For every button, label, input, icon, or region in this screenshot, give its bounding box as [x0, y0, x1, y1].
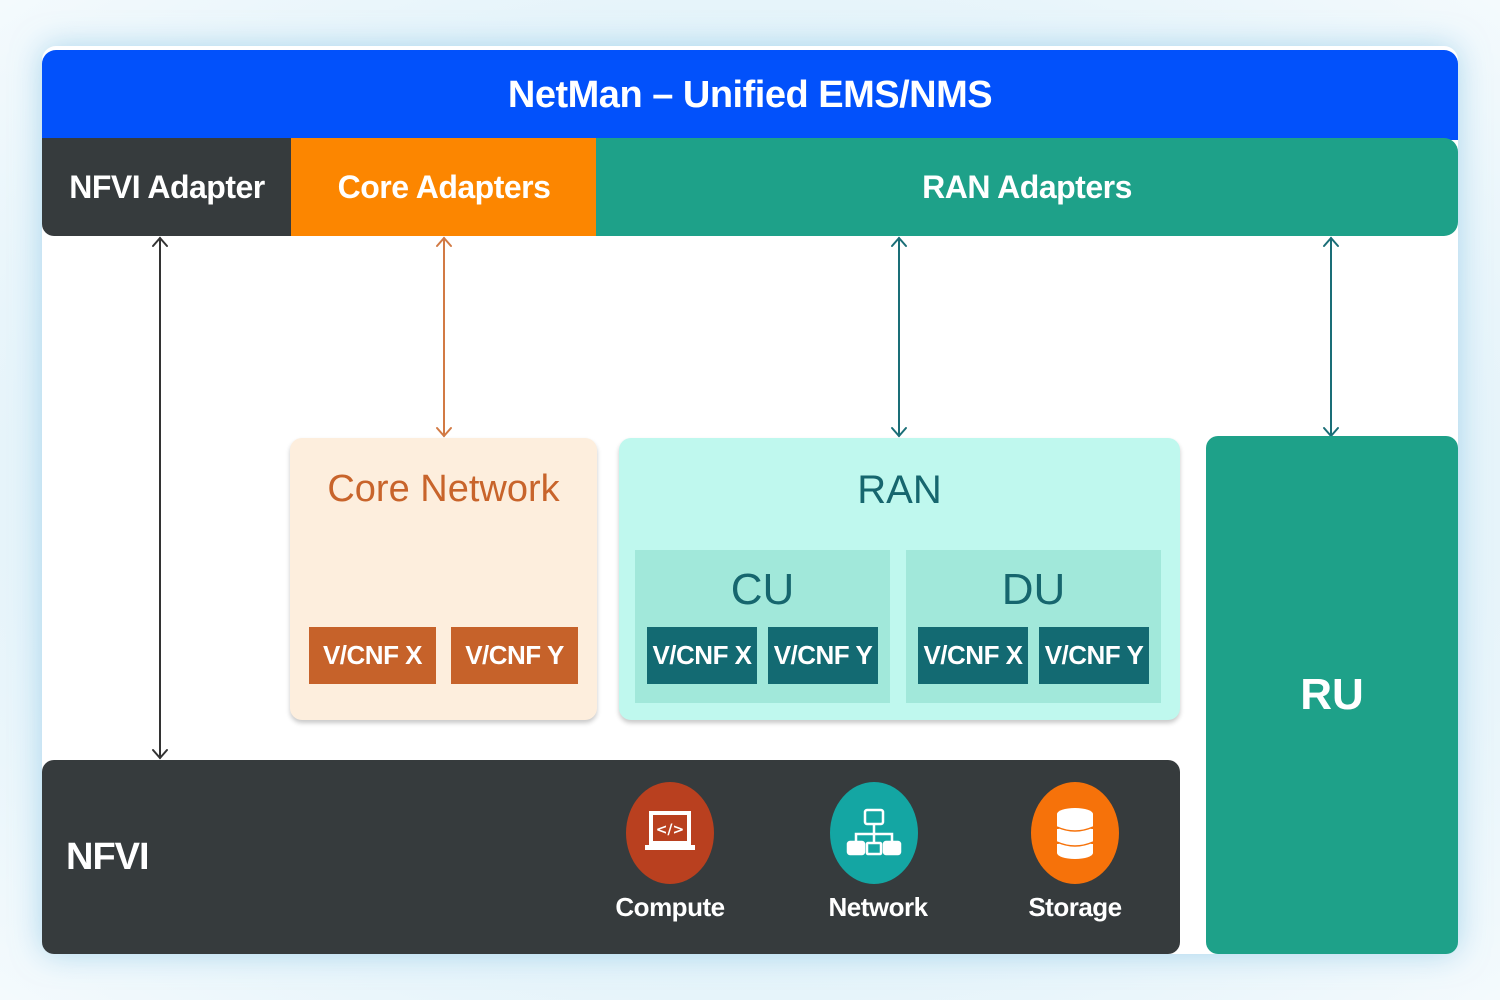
ru-block: RU	[1206, 436, 1458, 954]
cu-vnf-x-label: V/CNF X	[652, 640, 752, 670]
cu-vnf-x: V/CNF X	[647, 627, 757, 684]
ran-adapters-label: RAN Adapters	[922, 168, 1132, 205]
ran-title: RAN	[857, 468, 942, 512]
core-network-title: Core Network	[327, 468, 560, 510]
core-vnf-x: V/CNF X	[309, 627, 436, 684]
core-adapters-label: Core Adapters	[337, 168, 551, 205]
arrow-nfvi-adapter-to-nfvi	[152, 236, 168, 760]
compute-label: Compute	[615, 892, 725, 922]
core-adapters-block: Core Adapters	[291, 138, 597, 236]
network-label: Network	[828, 892, 928, 922]
nfvi-adapter-block: NFVI Adapter	[42, 138, 292, 236]
svg-text:</>: </>	[656, 822, 685, 838]
arrow-ran-adapters-to-ru	[1323, 236, 1339, 438]
nfvi-block	[42, 760, 1180, 954]
core-vnf-y: V/CNF Y	[451, 627, 578, 684]
du-vnf-x: V/CNF X	[918, 627, 1028, 684]
ran-adapters-block: RAN Adapters	[596, 138, 1458, 236]
du-vnf-y-label: V/CNF Y	[1044, 640, 1144, 670]
nfvi-label: NFVI	[66, 836, 150, 878]
cu-vnf-y-label: V/CNF Y	[773, 640, 873, 670]
du-vnf-x-label: V/CNF X	[923, 640, 1023, 670]
du-vnf-y: V/CNF Y	[1039, 627, 1149, 684]
core-vnf-x-label: V/CNF X	[322, 640, 423, 670]
network-icon	[830, 782, 918, 884]
netman-title-bar: NetMan – Unified EMS/NMS	[42, 50, 1458, 140]
du-title: DU	[1001, 565, 1066, 614]
netman-title: NetMan – Unified EMS/NMS	[507, 73, 993, 116]
cu-title: CU	[730, 565, 795, 614]
ru-label: RU	[1300, 670, 1364, 719]
storage-icon	[1031, 782, 1119, 884]
cu-vnf-y: V/CNF Y	[768, 627, 878, 684]
compute-icon: </>	[626, 782, 714, 884]
core-vnf-y-label: V/CNF Y	[465, 640, 564, 670]
arrow-core-adapters-to-core-network	[436, 236, 452, 438]
arrow-ran-adapters-to-ran	[891, 236, 907, 438]
nfvi-adapter-label: NFVI Adapter	[69, 168, 265, 205]
storage-label: Storage	[1028, 892, 1122, 922]
